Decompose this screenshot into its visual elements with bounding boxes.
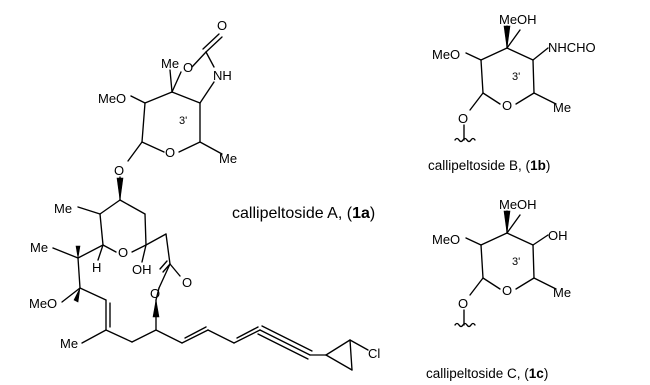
- caption-1a: callipeltoside A, (1a): [232, 205, 375, 222]
- locant-3prime-1c: 3': [512, 256, 520, 268]
- atom-label-me-chain: Me: [30, 240, 48, 255]
- atom-label-me-c5-1b: Me: [553, 100, 571, 115]
- atom-label-meo-chain: MeO: [29, 296, 57, 311]
- atom-label-me-alkene: Me: [60, 336, 78, 351]
- atom-label-oh-1b: OH: [517, 12, 537, 27]
- atom-label-me-thp: Me: [54, 201, 72, 216]
- atom-label-glycosidic-o-1b: O: [458, 111, 468, 126]
- atom-label-lactone-carbonyl-o: O: [182, 275, 192, 290]
- structure-1c: Me OH MeO OH 3' O Me O: [432, 197, 571, 328]
- atom-label-glycosidic-o: O: [114, 163, 124, 178]
- locant-3prime: 3': [179, 115, 187, 127]
- structure-1a-macrolide: [52, 177, 369, 371]
- atom-label-meo-1c: MeO: [432, 232, 460, 247]
- atom-label-ring-o-1b: O: [502, 98, 512, 113]
- atom-label-nhcho-1b: NHCHO: [548, 40, 596, 55]
- atom-label-me-1b: Me: [499, 12, 517, 27]
- atom-label-cl: Cl: [368, 346, 380, 361]
- structure-1a-sugar: [119, 33, 223, 201]
- atom-label-me-3prime: Me: [161, 56, 179, 71]
- atom-label-meo-1b: MeO: [432, 47, 460, 62]
- atom-label-thp-o: O: [118, 245, 128, 260]
- atom-label-meo-sugar: MeO: [98, 91, 126, 106]
- atom-label-me-1c: Me: [499, 197, 517, 212]
- atom-label-oxazolidinone-o: O: [183, 60, 193, 75]
- atom-label-ring-o: O: [165, 145, 175, 160]
- locant-3prime-1b: 3': [512, 71, 520, 83]
- atom-label-oh-1c: OH: [517, 197, 537, 212]
- caption-1b: callipeltoside B, (1b): [428, 158, 550, 173]
- atom-label-oh2-1c: OH: [548, 228, 568, 243]
- atom-label-ester-o: O: [150, 286, 160, 301]
- structure-1a-labels: O Me O NH MeO 3' O Me O Me O Me H OH O M…: [29, 18, 380, 361]
- atom-label-oh-hemiketal: OH: [132, 262, 152, 277]
- atom-label-me-c5: Me: [219, 151, 237, 166]
- structure-1b: Me OH MeO NHCHO 3' O Me O: [432, 12, 596, 143]
- atom-label-nh: NH: [213, 68, 232, 83]
- atom-label-carbonyl-o: O: [217, 18, 227, 33]
- atom-label-ring-o-1c: O: [502, 283, 512, 298]
- atom-label-glycosidic-o-1c: O: [458, 296, 468, 311]
- caption-1c: callipeltoside C, (1c): [426, 366, 548, 381]
- atom-label-me-c5-1c: Me: [553, 285, 571, 300]
- atom-label-h: H: [92, 260, 101, 275]
